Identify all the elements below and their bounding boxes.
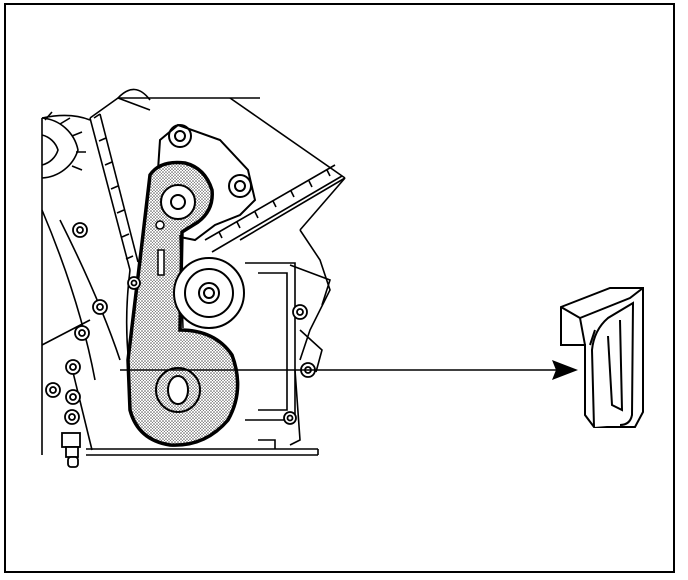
- idler-pulley: [173, 257, 245, 329]
- pointer-arrow: [120, 360, 578, 380]
- crank-gear: [41, 111, 86, 179]
- tension-stud: [61, 432, 81, 468]
- timing-belt: [89, 88, 343, 421]
- figure-frame: [4, 3, 675, 573]
- tensioner-arm: [126, 160, 240, 447]
- tensioner-lock-tool: [560, 287, 644, 428]
- engine-block-outline: [41, 97, 346, 456]
